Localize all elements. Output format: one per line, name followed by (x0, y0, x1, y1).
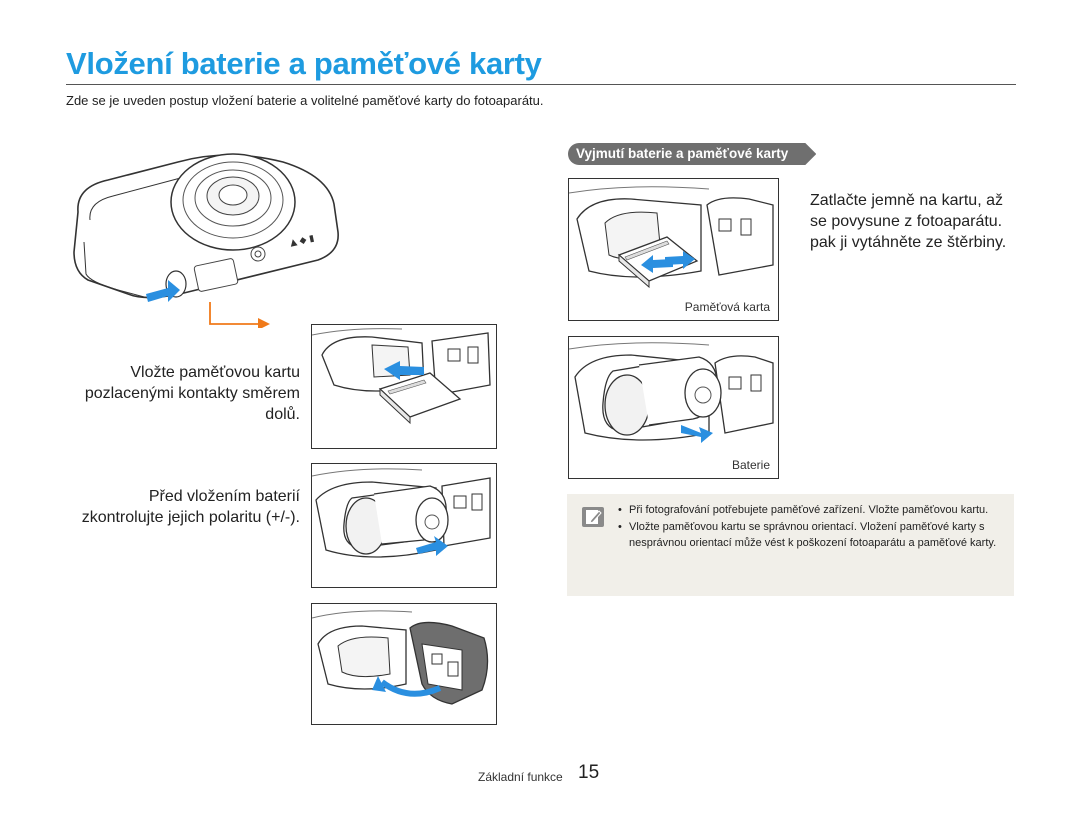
close-cover-illustration (311, 603, 497, 725)
footer-section-label: Základní funkce (478, 770, 563, 784)
check-battery-line-1: Před vložením baterií (148, 488, 300, 505)
remove-battery-illustration: Baterie (568, 336, 779, 479)
check-battery-text: Před vložením baterií zkontrolujte jejic… (40, 486, 300, 528)
check-battery-line-2: zkontrolujte jejich polaritu (+/-). (81, 509, 300, 526)
page-number: 15 (578, 762, 600, 783)
note-pencil-icon (581, 506, 605, 528)
remove-card-text: Zatlačte jemně na kartu, až se povysune … (810, 190, 1020, 253)
insert-card-line-2: pozlacenými kontakty směrem (84, 385, 300, 402)
note-box: Při fotografování potřebujete paměťové z… (567, 494, 1014, 596)
camera-bottom-illustration: ▲ ◆ ▮ (68, 142, 344, 330)
removal-section-heading: Vyjmutí baterie a paměťové karty (568, 143, 816, 165)
intro-text: Zde se je uveden postup vložení baterie … (66, 93, 544, 108)
remove-card-illustration: Paměťová karta (568, 178, 779, 321)
insert-card-text: Vložte paměťovou kartu pozlacenými konta… (40, 362, 300, 425)
battery-caption: Baterie (731, 458, 770, 472)
note-item: Při fotografování potřebujete paměťové z… (617, 502, 1009, 518)
svg-text:▲ ◆ ▮: ▲ ◆ ▮ (289, 234, 315, 249)
card-caption: Paměťová karta (684, 300, 770, 314)
remove-card-line-3: pak ji vytáhněte ze štěrbiny. (810, 234, 1007, 251)
remove-card-line-2: se povysune z fotoaparátu. (810, 213, 1003, 230)
note-item: Vložte paměťovou kartu se správnou orien… (617, 519, 1009, 551)
insert-card-line-3: dolů. (265, 406, 300, 423)
note-list: Při fotografování potřebujete paměťové z… (617, 502, 1009, 552)
page-title: Vložení baterie a paměťové karty (66, 46, 542, 81)
title-divider (66, 84, 1016, 85)
insert-card-line-1: Vložte paměťovou kartu (130, 364, 300, 381)
insert-battery-illustration (311, 463, 497, 588)
insert-card-illustration (311, 324, 497, 449)
remove-card-line-1: Zatlačte jemně na kartu, až (810, 192, 1003, 209)
